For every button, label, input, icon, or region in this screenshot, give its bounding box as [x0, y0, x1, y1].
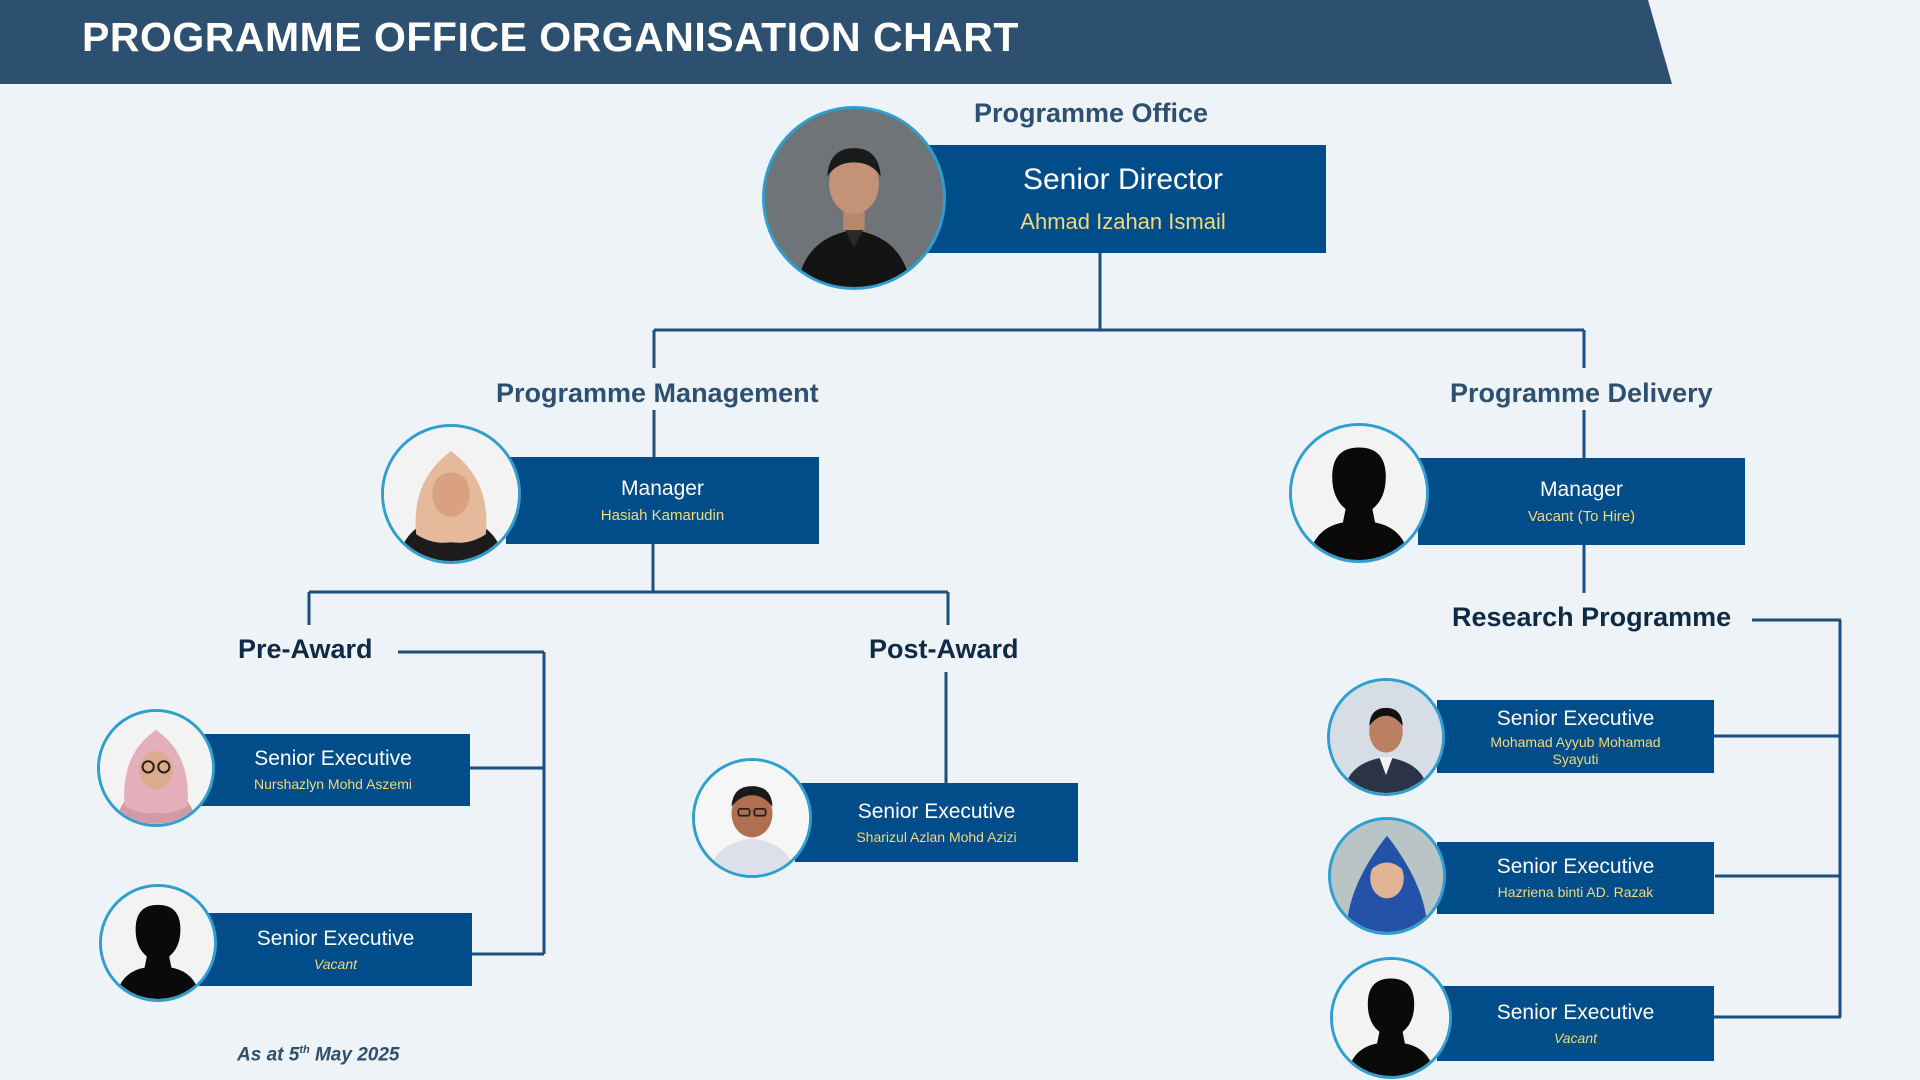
avatar-manager-programme-management: [381, 424, 521, 564]
section-programme-delivery: Programme Delivery: [1450, 378, 1713, 408]
node-research-senior-executive-3: Senior Executive Vacant: [1437, 986, 1714, 1061]
node-manager-programme-delivery: Manager Vacant (To Hire): [1418, 458, 1745, 545]
node-research-senior-executive-2: Senior Executive Hazriena binti AD. Raza…: [1437, 842, 1714, 914]
avatar-manager-programme-delivery: [1289, 423, 1429, 563]
section-post-award: Post-Award: [869, 634, 1019, 664]
title-banner: [0, 0, 1672, 84]
node-post-award-senior-executive: Senior Executive Sharizul Azlan Mohd Azi…: [795, 783, 1078, 862]
portrait-photo: [384, 427, 518, 561]
role-label: Senior Executive: [1496, 1000, 1655, 1024]
portrait-photo: [695, 761, 809, 875]
person-name: Vacant (To Hire): [1527, 507, 1636, 525]
node-pre-award-senior-executive-2: Senior Executive Vacant: [199, 913, 472, 986]
section-research-programme: Research Programme: [1452, 602, 1732, 632]
page-title: PROGRAMME OFFICE ORGANISATION CHART: [82, 14, 1019, 60]
avatar-senior-director: [762, 106, 946, 290]
person-name: Hasiah Kamarudin: [600, 506, 725, 524]
avatar-post-award-senior-executive: [692, 758, 812, 878]
date-prefix: As at 5: [237, 1044, 300, 1066]
date-suffix: May 2025: [309, 1044, 400, 1066]
person-name: Vacant: [1553, 1029, 1598, 1046]
avatar-pre-award-senior-executive-2: [99, 884, 217, 1002]
person-name: Sharizul Azlan Mohd Azizi: [856, 828, 1017, 845]
avatar-pre-award-senior-executive-1: [97, 709, 215, 827]
person-silhouette-icon: [102, 887, 214, 999]
node-pre-award-senior-executive-1: Senior Executive Nurshazlyn Mohd Aszemi: [196, 734, 470, 806]
avatar-research-senior-executive-2: [1328, 817, 1446, 935]
portrait-photo: [1331, 820, 1443, 932]
role-label: Senior Executive: [857, 799, 1016, 823]
role-label: Senior Executive: [256, 926, 415, 950]
role-label: Manager: [621, 476, 704, 500]
person-name: Mohamad Ayyub Mohamad Syayuti: [1490, 733, 1661, 768]
role-label: Senior Executive: [1496, 855, 1655, 879]
role-label: Manager: [1540, 477, 1623, 501]
portrait-photo: [1330, 681, 1442, 793]
person-name: Hazriena binti AD. Razak: [1497, 884, 1654, 901]
section-programme-office: Programme Office: [974, 98, 1209, 128]
node-senior-director: Senior Director Ahmad Izahan Ismail: [920, 145, 1326, 253]
avatar-research-senior-executive-1: [1327, 678, 1445, 796]
role-label: Senior Executive: [254, 747, 412, 771]
portrait-photo: [100, 712, 212, 824]
portrait-photo: [765, 109, 943, 287]
avatar-research-senior-executive-3: [1330, 957, 1452, 1079]
person-silhouette-icon: [1292, 426, 1426, 560]
role-label: Senior Director: [1022, 162, 1224, 196]
section-programme-management: Programme Management: [496, 378, 819, 408]
section-pre-award: Pre-Award: [238, 634, 373, 664]
person-silhouette-icon: [1333, 960, 1449, 1076]
as-at-date: As at 5th May 2025: [237, 1044, 400, 1066]
role-label: Senior Executive: [1496, 707, 1655, 731]
person-name: Vacant: [313, 955, 358, 972]
person-name: Ahmad Izahan Ismail: [1020, 208, 1226, 234]
date-superscript: th: [299, 1044, 310, 1056]
person-name: Nurshazlyn Mohd Aszemi: [254, 776, 412, 793]
node-manager-programme-management: Manager Hasiah Kamarudin: [506, 457, 819, 544]
node-research-senior-executive-1: Senior Executive Mohamad Ayyub Mohamad S…: [1437, 700, 1714, 773]
